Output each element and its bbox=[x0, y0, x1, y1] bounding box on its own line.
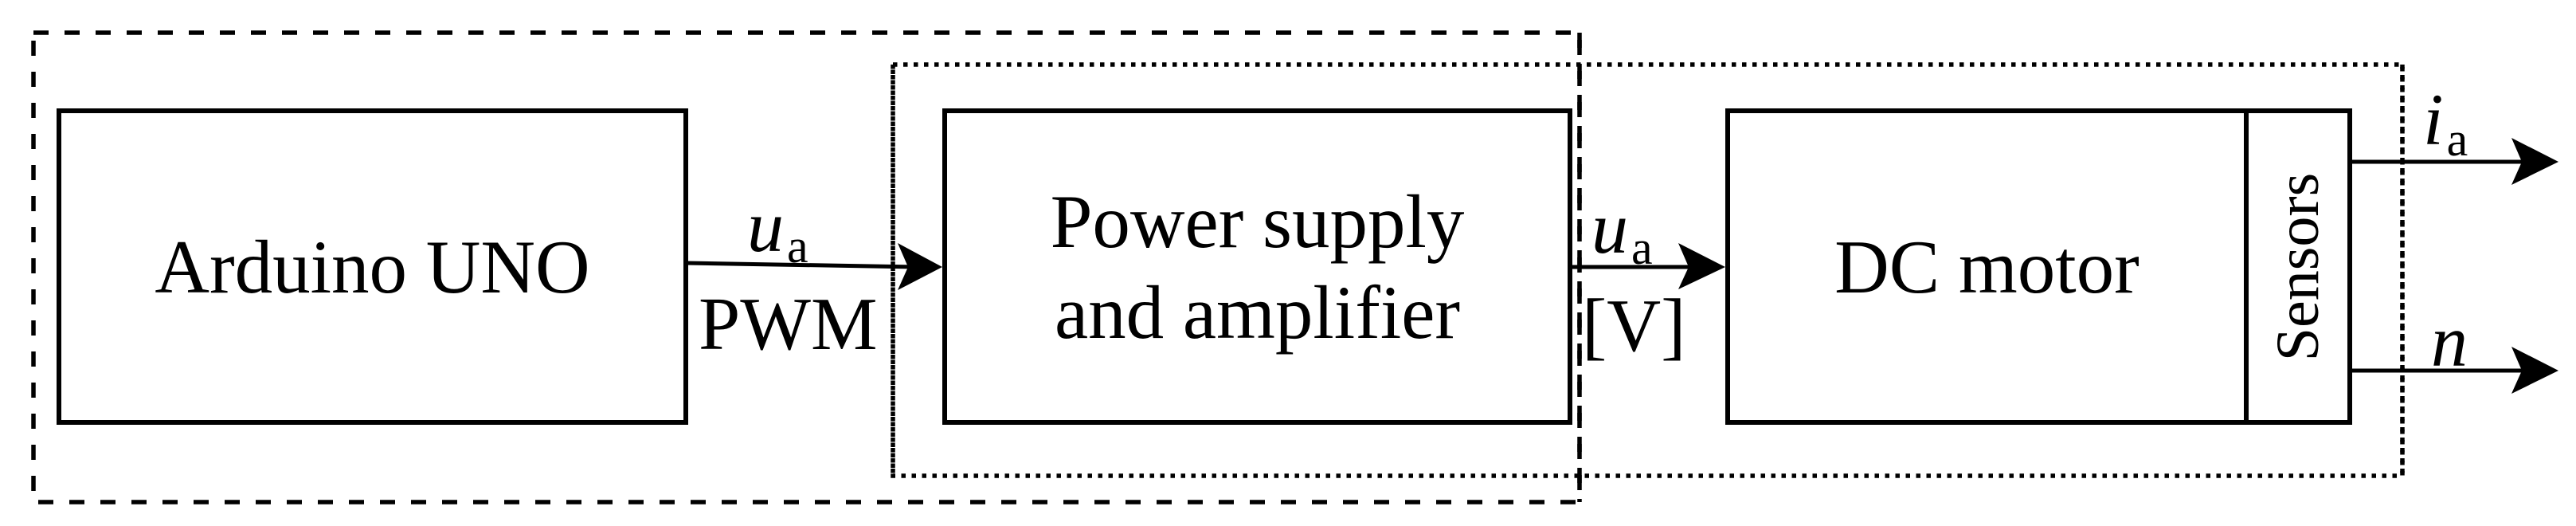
power-supply-block[interactable] bbox=[942, 108, 1572, 425]
arrow-output-current bbox=[2350, 138, 2558, 185]
signal-label-n: n bbox=[2431, 304, 2468, 378]
dotted-group-boundary bbox=[891, 62, 2405, 478]
signal-unit-volts: [V] bbox=[1582, 289, 1686, 363]
signal-symbol: n bbox=[2431, 300, 2468, 382]
arrowhead-icon bbox=[2511, 138, 2558, 185]
signal-subscript: a bbox=[787, 220, 808, 273]
arduino-block[interactable] bbox=[57, 108, 688, 425]
sensors-label: Sensors bbox=[2246, 111, 2350, 422]
arrow-arduino-to-power bbox=[685, 243, 942, 290]
power-supply-label-line1: Power supply bbox=[1050, 179, 1465, 264]
signal-label-ua-1: ua bbox=[747, 190, 808, 270]
signal-subscript: a bbox=[2446, 113, 2468, 166]
arrow-power-to-motor bbox=[1570, 243, 1725, 289]
arduino-label-text: Arduino UNO bbox=[155, 224, 590, 309]
arduino-label: Arduino UNO bbox=[59, 111, 686, 422]
signal-symbol: u bbox=[1591, 187, 1628, 269]
arrowhead-icon bbox=[2511, 347, 2558, 394]
power-supply-label-line2: and amplifier bbox=[1054, 269, 1461, 355]
signal-label-ua-2: ua bbox=[1591, 191, 1653, 272]
dc-motor-label: DC motor bbox=[1728, 111, 2246, 422]
signal-unit-pwm: PWM bbox=[699, 287, 878, 362]
sensors-label-text: Sensors bbox=[2265, 172, 2331, 361]
arrowhead-icon bbox=[898, 243, 942, 290]
signal-symbol: i bbox=[2423, 79, 2444, 160]
signal-unit-text: PWM bbox=[699, 283, 878, 366]
arrowhead-icon bbox=[1678, 243, 1725, 289]
arrow-output-speed bbox=[2350, 347, 2558, 394]
power-supply-label: Power supply and amplifier bbox=[945, 111, 1570, 422]
dc-motor-label-text: DC motor bbox=[1834, 224, 2139, 309]
signal-label-ia: ia bbox=[2423, 83, 2468, 163]
signal-unit-text: [V] bbox=[1582, 285, 1686, 367]
signal-subscript: a bbox=[1631, 222, 1653, 274]
signal-symbol: u bbox=[747, 186, 784, 267]
